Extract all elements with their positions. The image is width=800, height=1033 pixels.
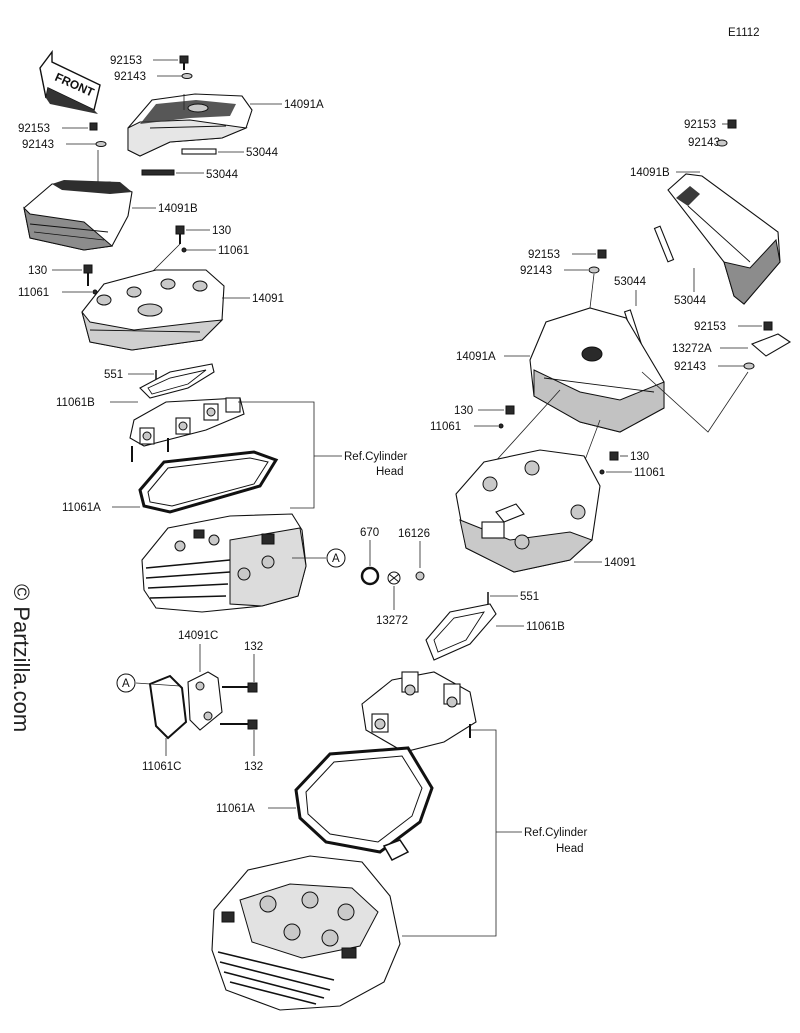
label-130-b: 130 (28, 265, 47, 277)
head-cover-14091-right (455, 449, 601, 573)
rod-53044-right-a (653, 225, 675, 263)
label-14091-right: 14091 (604, 557, 636, 569)
bolt-92153-r8 (763, 321, 773, 331)
watermark: © Partzilla.com (9, 584, 34, 732)
plug-16126 (415, 571, 425, 581)
diagram-code: E1112 (728, 27, 760, 39)
label-92143-r6: 92143 (520, 265, 552, 277)
label-551-right: 551 (520, 591, 539, 603)
washer-92143-r2 (716, 139, 728, 147)
cover-14091A-right (529, 307, 665, 433)
ref-cyl-head-right-2: Head (556, 843, 584, 855)
callout-a-bottom: A (122, 678, 130, 690)
cover-14091B-left (23, 180, 133, 251)
bracket-assembly-right (361, 671, 477, 766)
washer-92143-b (95, 141, 107, 147)
rod-53044-left-a (181, 148, 244, 155)
label-53044-r7: 53044 (614, 276, 647, 288)
label-92143-a: 92143 (114, 71, 146, 83)
bolt-130-r14 (609, 451, 619, 461)
label-92153-r1: 92153 (684, 119, 716, 131)
label-92143-b: 92143 (22, 139, 54, 151)
label-132-a: 132 (244, 641, 263, 653)
label-11061-a: 11061 (218, 245, 249, 257)
bracket-assembly-left (129, 397, 245, 462)
label-13272A: 13272A (672, 343, 712, 355)
label-130-r14: 130 (630, 451, 649, 463)
label-92153-r8: 92153 (694, 321, 726, 333)
washer-92143-a (181, 73, 193, 79)
bolt-92153-r5 (597, 249, 607, 259)
gasket-11061C (148, 674, 188, 740)
label-14091C: 14091C (178, 630, 218, 642)
label-11061-r13: 11061 (430, 421, 461, 433)
oring-11061-a (181, 247, 187, 253)
ref-cyl-head-left-2: Head (376, 466, 404, 478)
label-130-r12: 130 (454, 405, 473, 417)
label-11061-r15: 11061 (634, 467, 665, 479)
oring-670 (360, 566, 380, 586)
gasket-11061B-left (139, 363, 215, 399)
label-92153-a: 92153 (110, 55, 142, 67)
rod-53044-left-b (141, 169, 204, 176)
gasket-11061B-right (425, 603, 497, 661)
oring-11061-b (92, 289, 98, 295)
head-cover-14091-left (81, 269, 225, 351)
label-14091B-right: 14091B (630, 167, 670, 179)
cover-14091A-left (127, 93, 253, 157)
bracket-13272A (750, 333, 792, 357)
gasket-11061A-left (138, 450, 279, 514)
oring-11061-r15 (599, 469, 605, 475)
label-92153-r5: 92153 (528, 249, 560, 261)
label-11061C: 11061C (142, 761, 181, 773)
label-11061A-left: 11061A (62, 502, 101, 514)
cylinder-head-right (211, 855, 401, 1011)
bolt-130-a (175, 225, 185, 235)
oring-11061-r13 (498, 423, 504, 429)
gasket-11061A-right (294, 746, 434, 861)
front-arrow-icon: FRONT (39, 49, 101, 114)
label-16126: 16126 (398, 528, 430, 540)
label-11061B-right: 11061B (526, 621, 565, 633)
label-11061A-right: 11061A (216, 803, 255, 815)
cover-14091B-right (667, 173, 781, 305)
label-14091-left: 14091 (252, 293, 284, 305)
label-132-b: 132 (244, 761, 263, 773)
bolt-132-a (222, 682, 258, 693)
label-53044-r4: 53044 (674, 295, 707, 307)
bolt-92153-top-left (153, 55, 189, 70)
cover-14091C (187, 671, 223, 731)
label-53044-b: 53044 (206, 169, 239, 181)
label-14091A-left: 14091A (284, 99, 324, 111)
bolt-92153-r1 (727, 119, 737, 129)
label-551-left: 551 (104, 369, 123, 381)
bolt-92153-b (89, 122, 98, 131)
washer-92143-r6 (588, 266, 600, 274)
label-92143-r2: 92143 (688, 137, 720, 149)
label-14091B-left: 14091B (158, 203, 198, 215)
label-11061-b: 11061 (18, 287, 49, 299)
label-670: 670 (360, 527, 379, 539)
label-11061B-left: 11061B (56, 397, 95, 409)
label-92143-r10: 92143 (674, 361, 706, 373)
bolt-130-r12 (505, 405, 515, 415)
label-53044-a: 53044 (246, 147, 279, 159)
ref-cyl-head-right-1: Ref.Cylinder (524, 827, 587, 839)
washer-92143-r10 (743, 362, 755, 370)
ref-cyl-head-left-1: Ref.Cylinder (344, 451, 407, 463)
label-130-a: 130 (212, 225, 231, 237)
callout-a-top: A (332, 553, 340, 565)
bolt-132-b (220, 719, 258, 730)
bolt-130-b (83, 264, 93, 274)
cylinder-head-left (141, 513, 307, 613)
label-13272: 13272 (376, 615, 408, 627)
label-14091A-right: 14091A (456, 351, 496, 363)
label-92153-b: 92153 (18, 123, 50, 135)
